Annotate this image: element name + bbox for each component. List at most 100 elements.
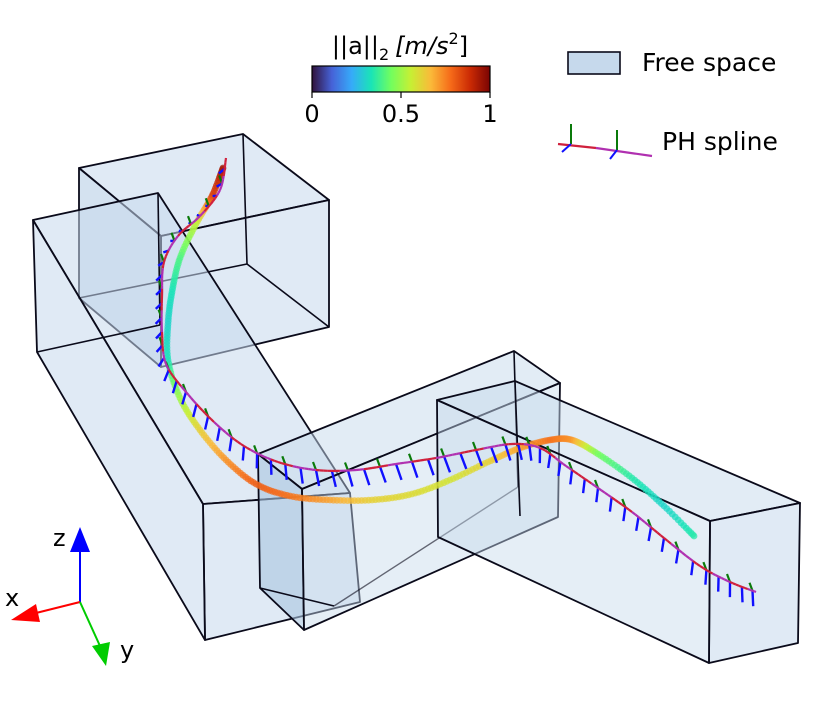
box-edge (242, 133, 248, 265)
spline-segment (363, 467, 369, 471)
frame-normal (299, 467, 304, 484)
spline-segment (584, 477, 589, 483)
spline-segment (735, 583, 740, 587)
spline-segment (472, 448, 477, 452)
spline-segment (403, 461, 409, 464)
frame-normal (203, 416, 210, 430)
frame-normal (241, 445, 246, 461)
x-axis (31, 601, 81, 615)
spline-segment (180, 385, 185, 390)
spline-segment (577, 473, 583, 478)
spline-segment (744, 586, 749, 591)
frame-normal (284, 464, 288, 481)
spline-segment (659, 534, 665, 539)
spline-segment (752, 589, 755, 593)
spline-segment (749, 588, 753, 592)
spline-segment (562, 463, 567, 467)
frame-normal (528, 444, 533, 461)
spline-segment (695, 562, 701, 567)
spline-segment (218, 186, 223, 191)
frame-normal (269, 459, 273, 475)
spline-segment (162, 261, 166, 266)
spline-segment (256, 452, 261, 456)
spline-segment (277, 460, 282, 465)
box-edge (259, 587, 335, 607)
spline-segment (207, 203, 212, 208)
spline-segment (285, 463, 290, 467)
spline-segment (260, 454, 265, 458)
frame-binormal (281, 455, 287, 465)
spline-segment (253, 450, 258, 455)
spline-segment (195, 403, 201, 409)
frame-binormal (407, 453, 414, 463)
spline-segment (219, 426, 224, 431)
spline-segment (213, 421, 218, 426)
frame-binormal (501, 436, 507, 445)
frame-binormal (186, 215, 193, 225)
box-face (708, 502, 801, 664)
spline-segment (203, 208, 208, 213)
frame-normal (569, 469, 574, 485)
spline-segment (175, 380, 180, 385)
spline-segment (178, 382, 183, 388)
box-face (32, 219, 206, 641)
spline-segment (677, 548, 683, 554)
spline-segment (210, 418, 215, 423)
x-axis-arrowhead-icon (11, 604, 40, 622)
spline-segment (224, 431, 230, 436)
spline-segment (565, 465, 570, 469)
spline-segment (214, 195, 218, 200)
spline-segment (456, 452, 461, 456)
spline-segment (427, 457, 433, 461)
spline-segment (534, 445, 538, 449)
free-space-box-right (436, 380, 801, 664)
spline-segment (399, 461, 405, 465)
spline-segment (468, 449, 473, 453)
spline-segment (411, 460, 417, 463)
ph-spline-curve (160, 157, 757, 594)
spline-segment (217, 189, 221, 194)
frame-binormal (471, 441, 478, 451)
spline-segment (185, 225, 190, 229)
spline-segment (237, 440, 242, 445)
spline-segment (192, 400, 198, 405)
spline-segment (182, 388, 187, 393)
frame-normal (157, 357, 166, 368)
spline-segment (571, 469, 576, 474)
spline-segment (554, 456, 559, 461)
spline-segment (650, 526, 655, 531)
spline-segment (395, 462, 401, 466)
spline-segment (375, 465, 381, 469)
spline-segment (692, 560, 698, 565)
spline-segment (597, 487, 602, 492)
spline-segment (529, 443, 533, 447)
frame-normal (394, 463, 403, 481)
spline-segment (628, 508, 633, 513)
spline-segment (587, 480, 593, 485)
frame-binormal (311, 461, 318, 471)
spline-segment (741, 585, 746, 590)
spline-segment (187, 223, 192, 227)
box-edge (333, 486, 519, 607)
spline-segment (443, 454, 449, 458)
spline-segment (181, 228, 185, 233)
spline-segment (614, 498, 620, 504)
frame-normal (504, 444, 512, 461)
frame-binormal (170, 232, 176, 242)
spline-segment (407, 460, 413, 464)
axis-triad: z x y (5, 524, 134, 666)
spline-segment (431, 456, 437, 460)
spline-segment (163, 255, 167, 260)
spline-segment (685, 554, 691, 560)
frame-normal (489, 446, 499, 464)
box-edge (36, 324, 161, 353)
spline-segment (670, 542, 676, 548)
spline-segment (197, 215, 201, 219)
spline-segment (379, 464, 385, 468)
spline-segment (170, 242, 174, 247)
frame-normal (459, 452, 468, 470)
spline-segment (292, 465, 297, 469)
legend-ph-spline-label: PH spline (662, 127, 778, 156)
spline-segment (568, 467, 573, 472)
spline-segment (544, 449, 549, 454)
